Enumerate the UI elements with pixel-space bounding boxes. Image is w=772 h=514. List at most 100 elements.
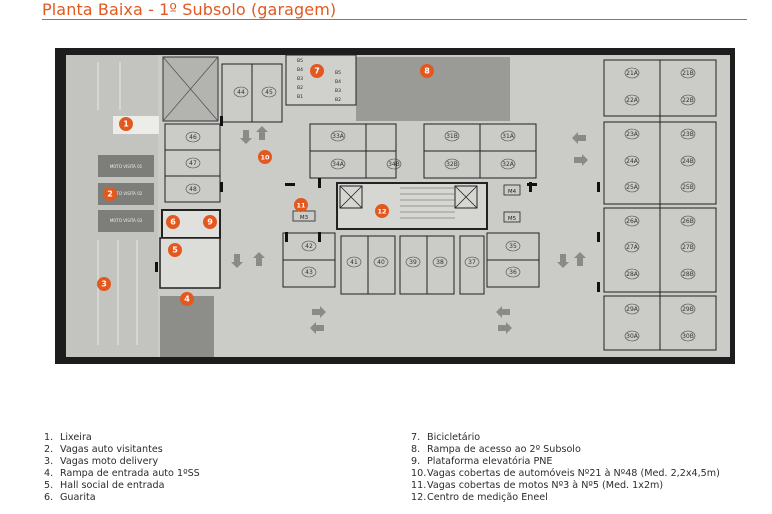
marker-badge bbox=[97, 277, 111, 291]
parking-space-label: 31B bbox=[446, 133, 458, 140]
space-number-ring bbox=[624, 215, 640, 227]
parking-space-label: 39 bbox=[409, 259, 417, 266]
space-number-ring bbox=[680, 181, 696, 193]
space-number-ring bbox=[500, 130, 516, 142]
pillars bbox=[155, 116, 600, 292]
marker-badge bbox=[203, 215, 217, 229]
marker-number: 5 bbox=[172, 246, 178, 255]
bike-slot-label: B2 bbox=[297, 85, 303, 91]
legend-item-number: 12. bbox=[411, 491, 427, 503]
legend-item-text: Bicicletário bbox=[427, 432, 481, 443]
legend-item-number: 7. bbox=[411, 432, 421, 443]
marker-number: 3 bbox=[101, 280, 107, 289]
exterior-area bbox=[66, 55, 158, 357]
marker-number: 4 bbox=[184, 295, 190, 304]
marker-badge bbox=[103, 187, 117, 201]
space-number-ring bbox=[330, 130, 346, 142]
legend-item: 7. Bicicletário bbox=[411, 432, 720, 444]
legend-item-text: Vagas cobertas de motos Nº3 à Nº5 (Med. … bbox=[427, 479, 664, 491]
legend-item: 9.Plataforma elevatória PNE bbox=[411, 456, 720, 468]
parking-space-label: 33A bbox=[332, 133, 345, 140]
entrance-hall bbox=[159, 237, 221, 289]
marker-badge bbox=[310, 64, 324, 78]
space-number-ring bbox=[680, 330, 696, 342]
legend-item: 6.Guarita bbox=[44, 492, 200, 504]
legend-item-text: Rampa de acesso ao 2º Subsolo bbox=[427, 443, 581, 455]
space-number-ring bbox=[464, 256, 480, 268]
space-number-ring bbox=[444, 158, 460, 170]
legend-item: 12.Centro de medição Eneel bbox=[411, 492, 720, 504]
marker-badge bbox=[258, 150, 272, 164]
parking-space-label: 30A bbox=[626, 333, 639, 340]
space-number-ring bbox=[261, 86, 277, 98]
parking-space-label: 42 bbox=[305, 243, 313, 250]
parking-space-label: 27A bbox=[626, 244, 639, 251]
bike-slot-label: B1 bbox=[297, 94, 303, 100]
legend-item-number: 4. bbox=[44, 467, 54, 479]
space-number-ring bbox=[373, 256, 389, 268]
legend-item: 8. Rampa de acesso ao 2º Subsolo bbox=[411, 444, 720, 456]
marker-number: 1 bbox=[123, 120, 129, 129]
parking-space-label: 34A bbox=[332, 161, 345, 168]
legend-item-text: Centro de medição Eneel bbox=[427, 491, 548, 503]
legend-item-number: 3. bbox=[44, 455, 54, 467]
marker-badge bbox=[420, 64, 434, 78]
moto-visitor-label: MOTO VISITA 03 bbox=[110, 218, 143, 223]
space-number-ring bbox=[624, 268, 640, 280]
parking-space-label: 41 bbox=[350, 259, 358, 266]
bike-slot-label: B3 bbox=[335, 88, 341, 94]
space-number-ring bbox=[624, 128, 640, 140]
parking-space-label: 30B bbox=[682, 333, 694, 340]
space-number-ring bbox=[432, 256, 448, 268]
space-number-ring bbox=[680, 241, 696, 253]
legend-item-text: Vagas cobertas de automóveis Nº21 à Nº48… bbox=[427, 467, 720, 479]
space-number-ring bbox=[680, 268, 696, 280]
bike-slot-label: B3 bbox=[297, 76, 303, 82]
parking-space-label: 43 bbox=[305, 269, 313, 276]
bike-slot-label: B2 bbox=[335, 97, 341, 103]
parking-space-label: 22A bbox=[626, 97, 639, 104]
parking-space-label: 23B bbox=[682, 131, 694, 138]
legend-item-number: 8. bbox=[411, 443, 421, 455]
parking-space-label: 27B bbox=[682, 244, 694, 251]
parking-space-label: 44 bbox=[237, 89, 245, 96]
parking-space-label: 31A bbox=[502, 133, 515, 140]
marker-number: 9 bbox=[207, 218, 213, 227]
parking-space-label: 29B bbox=[682, 306, 694, 313]
legend-item-text: Vagas auto visitantes bbox=[60, 443, 163, 455]
bike-slot-label: B4 bbox=[335, 79, 341, 85]
parking-space-label: 46 bbox=[189, 134, 197, 141]
parking-space-label: 48 bbox=[189, 186, 197, 193]
space-number-ring bbox=[624, 241, 640, 253]
space-number-ring bbox=[346, 256, 362, 268]
marker-badge bbox=[294, 198, 308, 212]
legend-right: 7. Bicicletário 8. Rampa de acesso ao 2º Su… bbox=[411, 432, 720, 503]
moto-space-label: M5 bbox=[508, 216, 517, 222]
space-number-ring bbox=[624, 155, 640, 167]
space-number-ring bbox=[185, 157, 201, 169]
parking-space-label: 28B bbox=[682, 271, 694, 278]
marker-number: 6 bbox=[170, 218, 176, 227]
space-number-ring bbox=[624, 67, 640, 79]
space-number-ring bbox=[185, 183, 201, 195]
space-number-ring bbox=[624, 181, 640, 193]
parking-space-label: 26B bbox=[682, 218, 694, 225]
legend-item-number: 1. bbox=[44, 432, 54, 443]
moto-visitor-label: MOTO VISITA 02 bbox=[110, 191, 143, 196]
parking-space-label: 45 bbox=[265, 89, 273, 96]
space-number-ring bbox=[680, 303, 696, 315]
bike-slot-label: B5 bbox=[297, 58, 303, 64]
legend-item: 11.Vagas cobertas de motos Nº3 à Nº5 (Me… bbox=[411, 480, 720, 492]
space-number-ring bbox=[233, 86, 249, 98]
exterior-stripes bbox=[97, 62, 138, 345]
parking-space-label: 35 bbox=[509, 243, 517, 250]
direction-arrows bbox=[231, 126, 588, 334]
space-number-ring bbox=[500, 158, 516, 170]
legend-item: 1.Lixeira bbox=[44, 432, 200, 444]
space-number-ring bbox=[680, 215, 696, 227]
parking-space-label: 24A bbox=[626, 158, 639, 165]
parking-space-label: 36 bbox=[509, 269, 517, 276]
parking-space-label: 28A bbox=[626, 271, 639, 278]
